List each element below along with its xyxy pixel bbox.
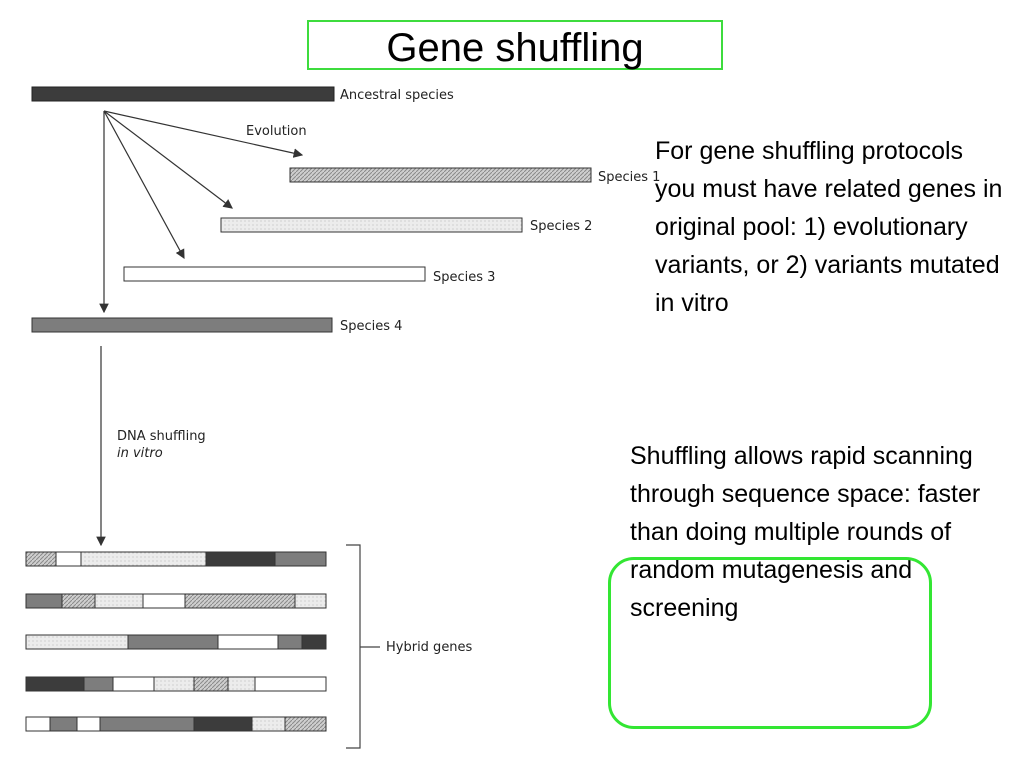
slide-title: Gene shuffling [386,26,644,70]
arrow-to-species2 [103,110,233,209]
shuffling-label: DNA shuffling [117,429,206,444]
ancestral-label: Ancestral species [340,88,454,103]
species4-label: Species 4 [340,319,402,334]
species2-label: Species 2 [530,219,592,234]
hybrid-gene-4 [25,676,327,692]
hybrid-gene-3 [25,634,327,650]
protocol-note: For gene shuffling protocols you must ha… [655,137,1003,317]
species4-bar [31,317,333,333]
arrow-to-species3 [103,110,185,260]
highlight-frame [608,557,932,729]
hybrid-label: Hybrid genes [386,640,473,655]
species1-bar [289,167,592,183]
hybrid-gene-5 [25,716,327,732]
species3-label: Species 3 [433,270,495,285]
species1-label: Species 1 [598,170,660,185]
shuffling-sublabel: in vitro [117,446,163,461]
species2-bar [220,217,523,233]
species3-bar [123,266,426,282]
arrow-to-species1 [103,110,304,158]
title-frame [307,20,723,70]
ancestral-bar [31,86,335,102]
shuffling-note: Shuffling allows rapid scanning through … [630,442,981,622]
evolution-label: Evolution [246,124,307,139]
hybrid-bracket [346,544,380,749]
hybrid-gene-2 [25,593,327,609]
hybrid-gene-1 [25,551,327,567]
